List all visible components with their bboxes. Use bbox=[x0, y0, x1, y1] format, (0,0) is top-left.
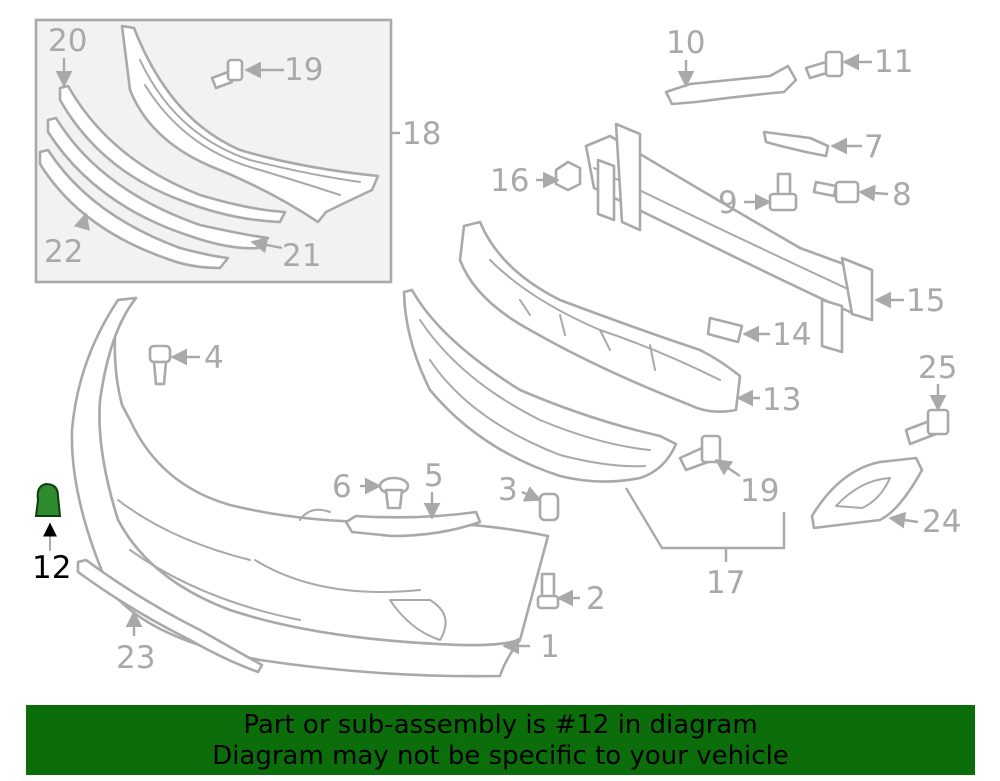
callout-13: 13 bbox=[762, 382, 801, 418]
highlighted-part-12 bbox=[34, 482, 62, 551]
callout-19-lower: 19 bbox=[740, 473, 779, 509]
bumper-beam bbox=[584, 122, 874, 354]
callout-23: 23 bbox=[116, 640, 155, 676]
callout-15: 15 bbox=[906, 283, 945, 319]
bolt-19-lower bbox=[678, 434, 722, 472]
callout-20: 20 bbox=[48, 23, 87, 59]
callout-14: 14 bbox=[772, 317, 811, 353]
info-banner: Part or sub-assembly is #12 in diagram D… bbox=[26, 705, 975, 775]
callout-16: 16 bbox=[490, 163, 529, 199]
callout-5: 5 bbox=[424, 458, 444, 494]
screw-2 bbox=[536, 572, 560, 610]
callout-10: 10 bbox=[666, 25, 705, 61]
bracket-10 bbox=[664, 64, 798, 106]
bumper-cover bbox=[70, 296, 550, 678]
bolt-25 bbox=[904, 408, 950, 446]
clip-4 bbox=[148, 344, 172, 386]
bolt-8 bbox=[812, 180, 860, 204]
bracket-7 bbox=[762, 130, 830, 158]
callout-7: 7 bbox=[864, 129, 884, 165]
banner-line-2: Diagram may not be specific to your vehi… bbox=[212, 741, 789, 771]
callout-8: 8 bbox=[892, 177, 912, 213]
grille-assembly-box bbox=[34, 18, 393, 284]
molding-5 bbox=[344, 510, 482, 538]
clip-6 bbox=[378, 476, 410, 510]
callout-22: 22 bbox=[44, 234, 83, 270]
callout-9: 9 bbox=[718, 185, 738, 221]
clip-3 bbox=[538, 492, 560, 522]
callout-17: 17 bbox=[706, 565, 745, 601]
callout-19-upper: 19 bbox=[284, 52, 323, 88]
callout-4: 4 bbox=[204, 340, 224, 376]
callout-11: 11 bbox=[874, 44, 913, 80]
callout-6: 6 bbox=[332, 469, 352, 505]
banner-line-1: Part or sub-assembly is #12 in diagram bbox=[243, 710, 758, 740]
bolt-9 bbox=[768, 172, 798, 212]
leader-lines bbox=[55, 53, 947, 655]
fog-lamp-cover bbox=[810, 456, 924, 530]
nut-16 bbox=[554, 160, 582, 192]
bolt-11 bbox=[804, 50, 844, 80]
energy-absorber bbox=[458, 220, 742, 413]
callout-1: 1 bbox=[540, 629, 560, 665]
callout-12: 12 bbox=[32, 550, 71, 586]
callout-18: 18 bbox=[402, 116, 441, 152]
callout-24: 24 bbox=[922, 504, 961, 540]
callout-21: 21 bbox=[282, 238, 321, 274]
callout-2: 2 bbox=[586, 581, 606, 617]
clip-14 bbox=[706, 316, 744, 344]
callout-3: 3 bbox=[498, 472, 518, 508]
lower-grille bbox=[402, 288, 678, 483]
callout-25: 25 bbox=[918, 350, 957, 386]
callout-labels: 1 2 3 4 5 6 7 8 9 10 11 12 13 14 15 16 1… bbox=[32, 23, 961, 676]
